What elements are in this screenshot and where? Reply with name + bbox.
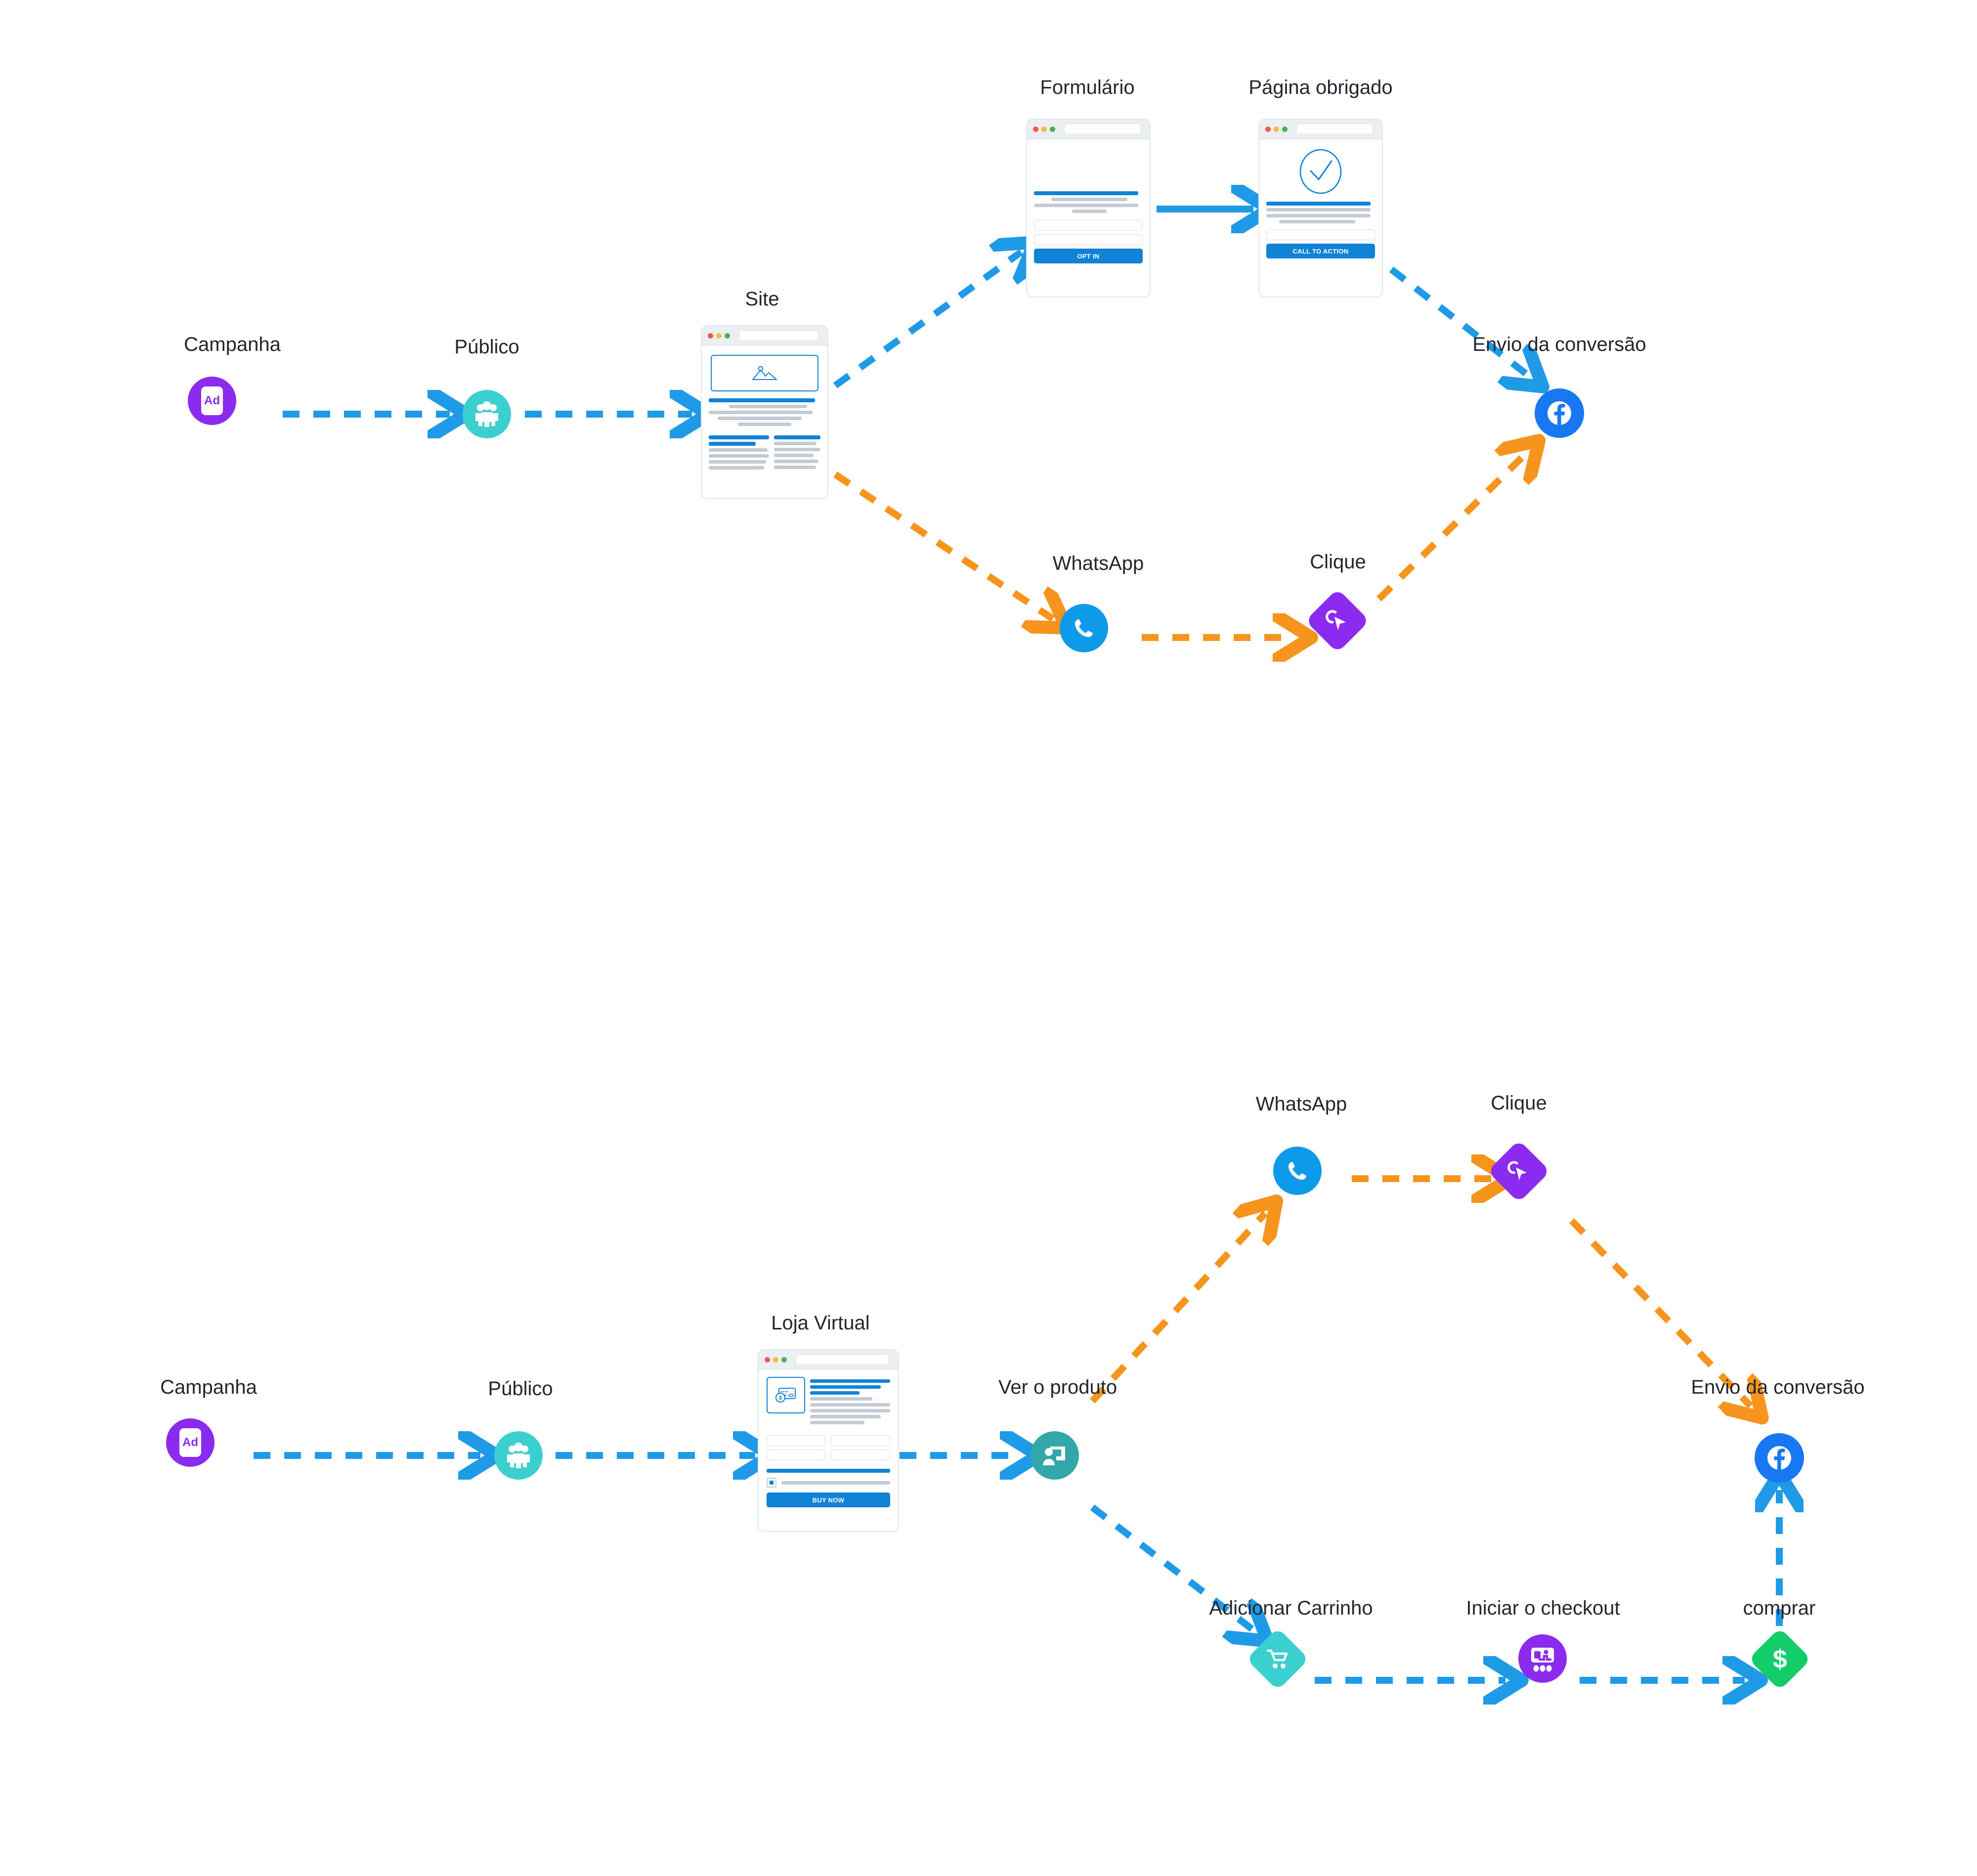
- audience-glyph: [507, 1443, 530, 1468]
- form-input-2[interactable]: [1034, 234, 1143, 245]
- phone-icon[interactable]: [1060, 604, 1108, 652]
- terms-checkbox[interactable]: [767, 1478, 776, 1488]
- checkout-icon[interactable]: [1518, 1634, 1567, 1683]
- browser-content: $: [759, 1370, 898, 1514]
- browser-titlebar: [1259, 120, 1382, 139]
- address-bar[interactable]: [739, 330, 818, 341]
- browser-titlebar: [702, 326, 827, 346]
- label-publico-bottom: Público: [488, 1378, 553, 1400]
- label-iniciar-checkout: Iniciar o checkout: [1466, 1597, 1620, 1619]
- maximize-dot: [725, 333, 730, 339]
- address-bar[interactable]: [1064, 124, 1141, 134]
- address-bar[interactable]: [1296, 124, 1373, 134]
- close-dot: [708, 333, 713, 339]
- conn-clique-facebook: [1376, 452, 1527, 601]
- facebook-glyph: [1767, 1446, 1791, 1470]
- label-clique-top: Clique: [1310, 551, 1366, 573]
- cursor-click-icon[interactable]: [1305, 588, 1370, 653]
- label-formulario: Formulário: [1040, 77, 1135, 98]
- minimize-dot: [1041, 126, 1047, 132]
- close-dot: [1265, 126, 1271, 132]
- view-product-glyph: [1043, 1447, 1065, 1465]
- facebook-icon[interactable]: [1755, 1433, 1804, 1483]
- address-bar[interactable]: [796, 1354, 889, 1365]
- maximize-dot: [1050, 126, 1055, 132]
- cursor-glyph: [1507, 1161, 1527, 1181]
- label-clique-bottom: Clique: [1491, 1092, 1547, 1114]
- product-image-placeholder: $: [767, 1377, 805, 1413]
- close-dot: [1033, 126, 1038, 132]
- shop-input-4[interactable]: [831, 1450, 890, 1460]
- ad-icon[interactable]: Ad: [166, 1418, 215, 1467]
- label-whatsapp-top: WhatsApp: [1052, 553, 1144, 574]
- call-to-action-button[interactable]: CALL TO ACTION: [1266, 244, 1375, 258]
- payment-card-icon: $: [775, 1388, 796, 1403]
- image-placeholder: [711, 355, 818, 391]
- dollar-glyph: $: [1772, 1644, 1787, 1673]
- label-pagina-obrigado: Página obrigado: [1248, 77, 1393, 98]
- label-campanha-bottom: Campanha: [160, 1376, 257, 1398]
- browser-titlebar: [759, 1350, 898, 1370]
- conn-site-formulario: [833, 252, 1021, 388]
- maximize-dot: [781, 1357, 787, 1363]
- shop-input-3[interactable]: [831, 1435, 890, 1446]
- phone-icon[interactable]: [1273, 1147, 1322, 1195]
- cart-glyph: [1266, 1649, 1288, 1668]
- view-product-icon[interactable]: [1031, 1431, 1079, 1480]
- maximize-dot: [1282, 126, 1288, 132]
- label-ver-produto: Ver o produto: [998, 1376, 1117, 1398]
- ad-badge-text: Ad: [182, 1436, 198, 1449]
- phone-glyph: [1289, 1162, 1306, 1180]
- label-envio-bottom: Envio da conversão: [1691, 1376, 1865, 1398]
- minimize-dot: [773, 1357, 778, 1363]
- form-input-1[interactable]: [1034, 220, 1143, 231]
- shop-input-2[interactable]: [767, 1450, 826, 1460]
- shop-input-1[interactable]: [767, 1435, 826, 1446]
- minimize-dot: [1274, 126, 1279, 132]
- browser-thankyou-mockup[interactable]: CALL TO ACTION: [1258, 119, 1383, 298]
- minimize-dot: [716, 333, 722, 339]
- browser-form-mockup[interactable]: OPT IN: [1026, 119, 1151, 298]
- svg-text:$: $: [779, 1395, 782, 1401]
- browser-content: [702, 346, 827, 477]
- picture-icon: [752, 366, 777, 380]
- label-site: Site: [745, 288, 779, 310]
- conn2-clique-facebook: [1569, 1218, 1751, 1406]
- buy-now-button[interactable]: BUY NOW: [767, 1492, 890, 1507]
- check-circle-icon: [1299, 149, 1342, 194]
- ad-badge-text: Ad: [204, 394, 220, 407]
- label-envio-top: Envio da conversão: [1472, 334, 1646, 355]
- facebook-icon[interactable]: [1535, 388, 1584, 438]
- label-loja-virtual: Loja Virtual: [771, 1312, 870, 1334]
- audience-glyph: [475, 401, 498, 427]
- shopping-cart-icon[interactable]: [1246, 1627, 1309, 1691]
- conn-site-whatsapp: [833, 471, 1053, 619]
- browser-site-mockup[interactable]: [701, 325, 828, 499]
- facebook-glyph: [1547, 401, 1571, 426]
- conn2-verproduto-whatsapp: [1089, 1213, 1265, 1404]
- browser-content: CALL TO ACTION: [1259, 139, 1382, 263]
- label-campanha-top: Campanha: [184, 334, 281, 355]
- label-adicionar-carrinho: Adicionar Carrinho: [1209, 1597, 1373, 1619]
- browser-content: OPT IN: [1027, 139, 1150, 268]
- cursor-click-icon[interactable]: [1487, 1140, 1550, 1203]
- audience-icon[interactable]: [494, 1431, 543, 1480]
- ad-icon[interactable]: Ad: [188, 377, 236, 425]
- conn-obrigado-facebook: [1389, 266, 1530, 377]
- browser-titlebar: [1027, 120, 1150, 139]
- close-dot: [765, 1357, 770, 1363]
- cta-input[interactable]: [1266, 229, 1375, 240]
- audience-icon[interactable]: [463, 390, 511, 438]
- phone-glyph: [1075, 619, 1093, 637]
- browser-shop-mockup[interactable]: $: [758, 1349, 899, 1532]
- cursor-glyph: [1326, 610, 1346, 630]
- label-whatsapp-bottom: WhatsApp: [1255, 1093, 1347, 1115]
- label-publico-top: Público: [454, 336, 519, 358]
- checkout-glyph: [1531, 1648, 1554, 1672]
- conn2-verproduto-carrinho: [1090, 1504, 1254, 1631]
- label-comprar: comprar: [1743, 1597, 1816, 1619]
- opt-in-button[interactable]: OPT IN: [1034, 249, 1143, 263]
